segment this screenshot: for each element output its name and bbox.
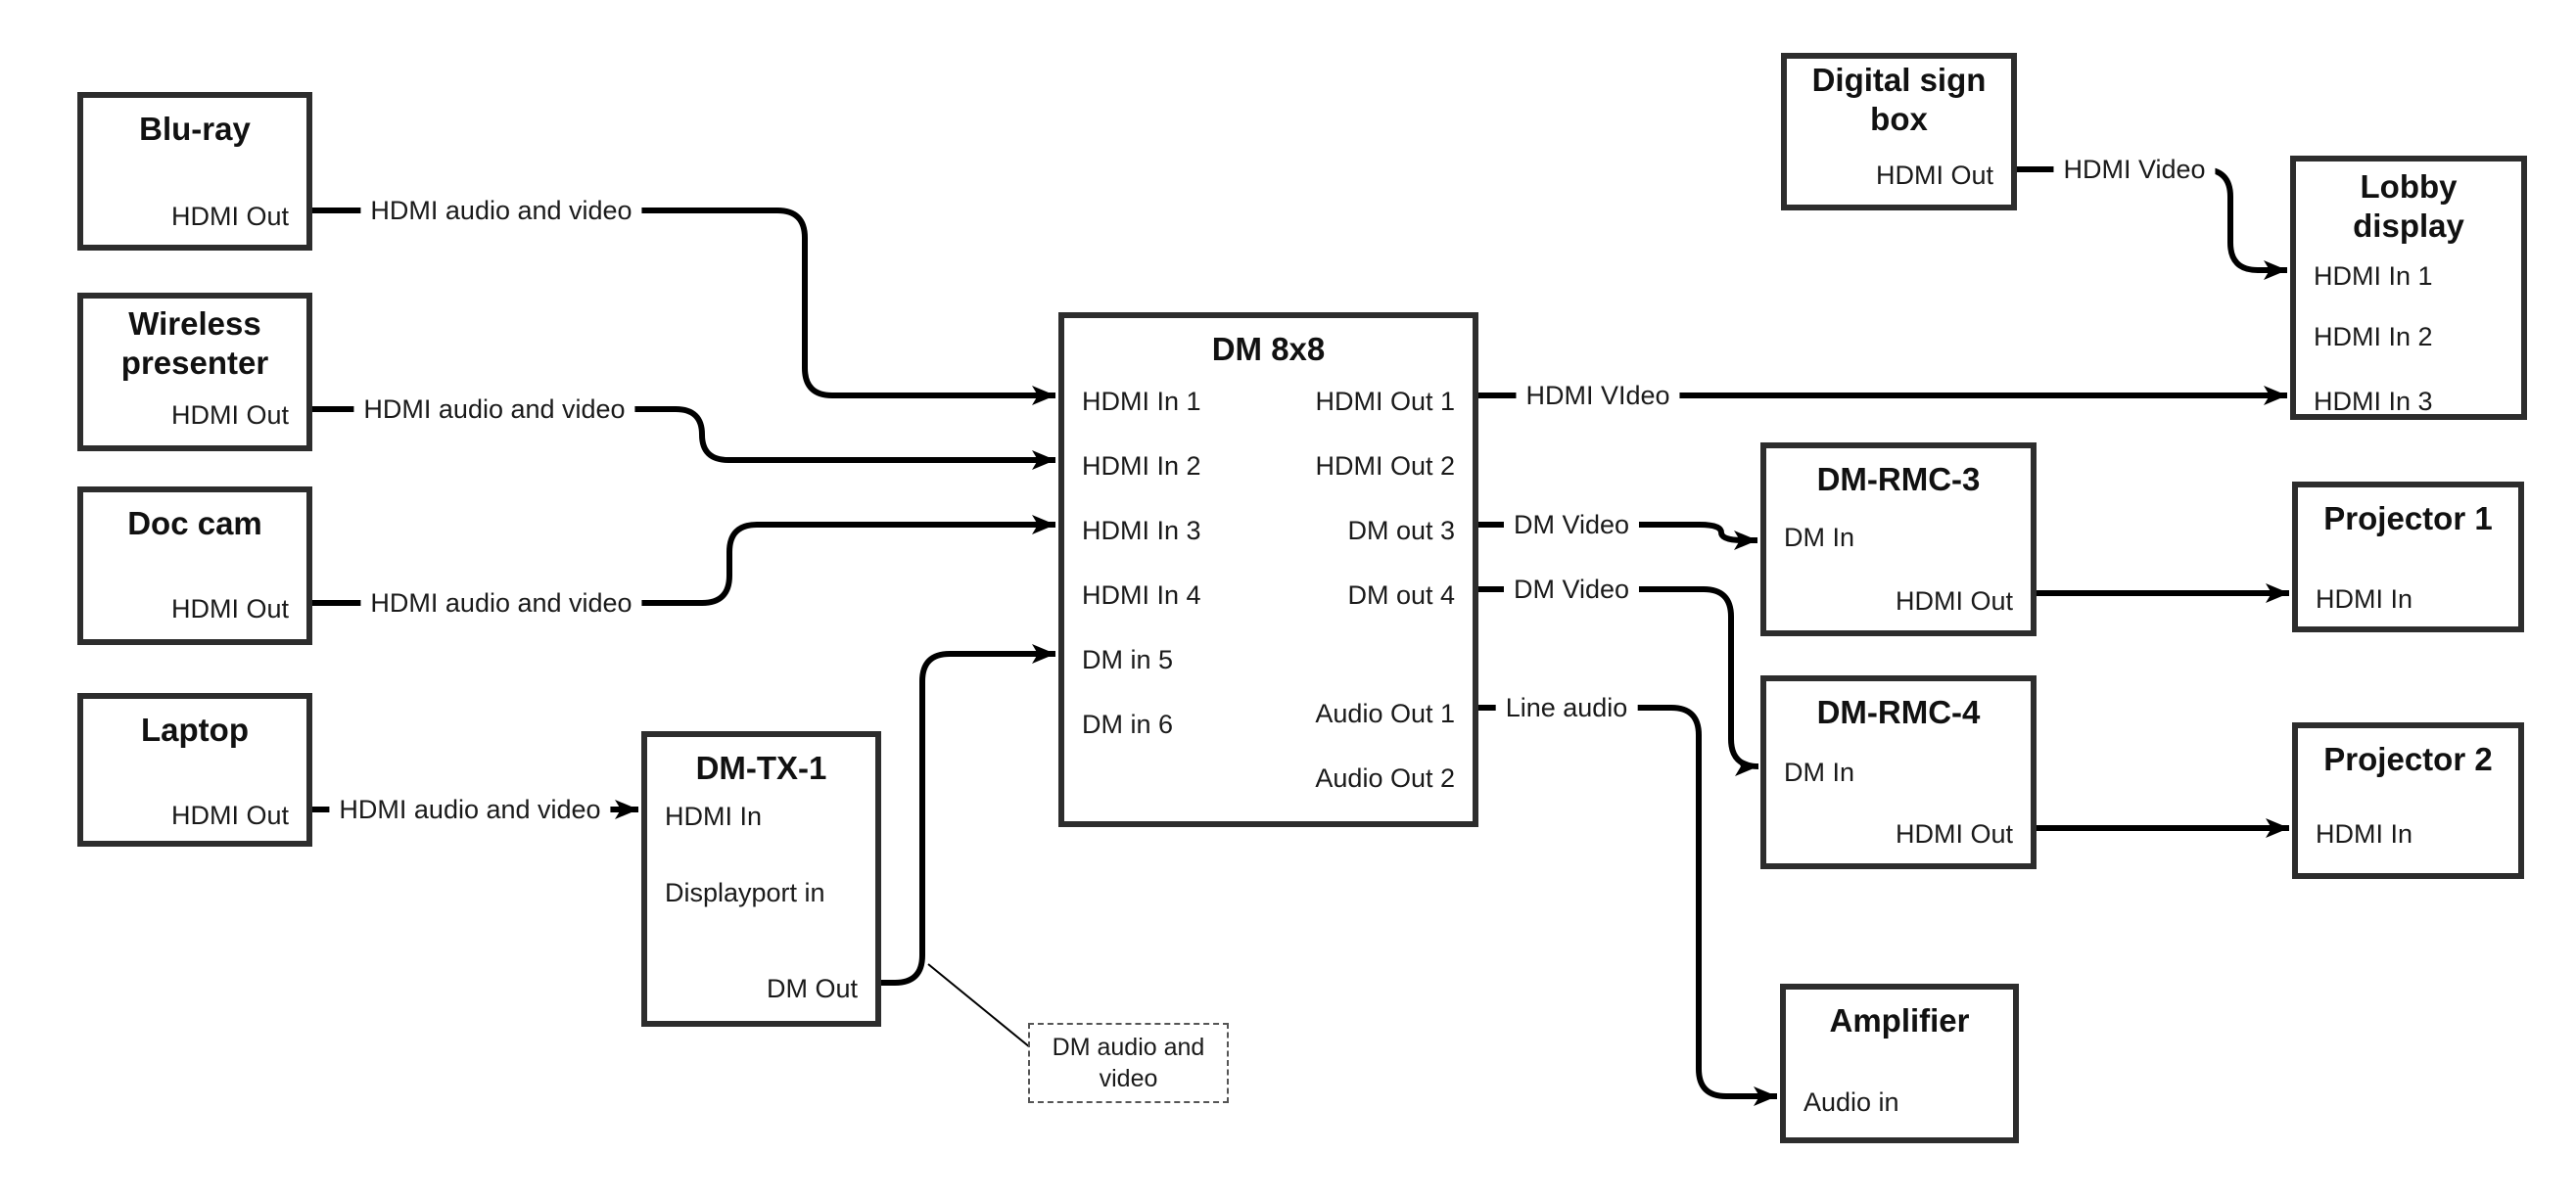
port-audio-out-1: Audio Out 1 bbox=[1315, 699, 1455, 728]
callout-dm-audio-and-video: DM audio and video bbox=[1028, 1023, 1229, 1103]
cable-label-hdmi-video-out1: HDMI VIdeo bbox=[1516, 379, 1680, 412]
device-title: Wireless presenter bbox=[120, 305, 269, 381]
device-doc-cam: Doc cam HDMI Out bbox=[77, 486, 312, 645]
device-projector-1: Projector 1 HDMI In bbox=[2292, 482, 2524, 632]
device-dm-tx-1: DM-TX-1 HDMI In Displayport in DM Out bbox=[641, 731, 881, 1027]
cable-doccam-to-dm8x8-in3 bbox=[312, 515, 1055, 606]
device-wireless-presenter: Wireless presenter HDMI Out bbox=[77, 293, 312, 451]
port-hdmi-in-3: HDMI In 3 bbox=[1082, 516, 1201, 545]
port-displayport-in: Displayport in bbox=[665, 878, 825, 907]
port-hdmi-out-1: HDMI Out 1 bbox=[1315, 387, 1455, 416]
cable-label-hdmi-av-doccam: HDMI audio and video bbox=[360, 586, 642, 620]
cable-label-dm-video-out3: DM Video bbox=[1503, 508, 1640, 541]
port-hdmi-in: HDMI In bbox=[665, 802, 763, 831]
cable-wireless-to-dm8x8-in2 bbox=[312, 406, 1055, 470]
port-hdmi-out: HDMI Out bbox=[170, 801, 289, 830]
port-hdmi-in: HDMI In bbox=[2316, 584, 2413, 614]
port-hdmi-out: HDMI Out bbox=[1895, 586, 2013, 616]
cable-label-line-audio: Line audio bbox=[1495, 691, 1638, 724]
port-hdmi-out-2: HDMI Out 2 bbox=[1315, 451, 1455, 481]
port-dm-in-5: DM in 5 bbox=[1082, 645, 1174, 674]
port-hdmi-in: HDMI In bbox=[2316, 819, 2413, 849]
device-laptop: Laptop HDMI Out bbox=[77, 693, 312, 847]
device-bluray: Blu-ray HDMI Out bbox=[77, 92, 312, 251]
device-dm-rmc-4: DM-RMC-4 DM In HDMI Out bbox=[1760, 675, 2037, 869]
port-audio-in: Audio in bbox=[1803, 1087, 1899, 1117]
device-digital-sign-box: Digital sign box HDMI Out bbox=[1781, 53, 2017, 210]
port-dm-out: DM Out bbox=[766, 974, 858, 1003]
device-title: Projector 2 bbox=[2323, 741, 2493, 777]
cable-label-hdmi-av-laptop: HDMI audio and video bbox=[329, 793, 611, 826]
device-title: DM 8x8 bbox=[1211, 331, 1326, 367]
port-audio-out-2: Audio Out 2 bbox=[1315, 763, 1455, 793]
port-hdmi-in-1: HDMI In 1 bbox=[2314, 261, 2433, 291]
device-lobby-display: Lobby display HDMI In 1 HDMI In 2 HDMI I… bbox=[2290, 156, 2527, 420]
device-title: Doc cam bbox=[127, 505, 262, 541]
port-hdmi-out: HDMI Out bbox=[1895, 819, 2013, 849]
device-title: Blu-ray bbox=[139, 111, 251, 147]
callout-leader-line bbox=[927, 963, 1031, 1048]
port-hdmi-out: HDMI Out bbox=[170, 202, 289, 231]
port-hdmi-out: HDMI Out bbox=[1875, 161, 1993, 190]
port-hdmi-in-1: HDMI In 1 bbox=[1082, 387, 1201, 416]
device-title: DM-RMC-3 bbox=[1816, 461, 1981, 497]
port-dm-out-3: DM out 3 bbox=[1347, 516, 1455, 545]
cable-bluray-to-dm8x8-in1 bbox=[312, 208, 1055, 405]
device-dm-rmc-3: DM-RMC-3 DM In HDMI Out bbox=[1760, 442, 2037, 636]
cable-label-hdmi-video-sign: HDMI Video bbox=[2053, 153, 2216, 186]
device-title: Digital sign box bbox=[1811, 62, 1987, 137]
device-projector-2: Projector 2 HDMI In bbox=[2292, 722, 2524, 879]
device-title: Laptop bbox=[141, 712, 249, 748]
port-hdmi-in-3: HDMI In 3 bbox=[2314, 387, 2433, 416]
port-hdmi-out: HDMI Out bbox=[170, 400, 289, 430]
port-dm-in: DM In bbox=[1784, 523, 1855, 552]
cable-dm8x8-out4-to-dmrmc4 bbox=[1478, 586, 1759, 776]
device-amplifier: Amplifier Audio in bbox=[1780, 984, 2019, 1143]
device-title: DM-TX-1 bbox=[695, 750, 827, 786]
cable-label-dm-video-out4: DM Video bbox=[1503, 573, 1640, 606]
cable-dm8x8-aout1-to-amplifier bbox=[1478, 705, 1777, 1106]
device-title: DM-RMC-4 bbox=[1816, 694, 1981, 730]
device-dm-8x8-switcher: DM 8x8 HDMI In 1 HDMI In 2 HDMI In 3 HDM… bbox=[1058, 312, 1478, 827]
cable-dm8x8-out3-to-dmrmc3 bbox=[1478, 522, 1757, 550]
cable-dmtx1-to-dm8x8-in5 bbox=[881, 644, 1055, 986]
cable-label-hdmi-av-wireless: HDMI audio and video bbox=[353, 393, 635, 426]
port-hdmi-in-2: HDMI In 2 bbox=[2314, 322, 2433, 351]
port-dm-in-6: DM in 6 bbox=[1082, 710, 1174, 739]
port-hdmi-in-2: HDMI In 2 bbox=[1082, 451, 1201, 481]
port-dm-in: DM In bbox=[1784, 758, 1855, 787]
cable-label-hdmi-av-bluray: HDMI audio and video bbox=[360, 194, 642, 227]
device-title: Amplifier bbox=[1829, 1002, 1970, 1039]
device-title: Lobby display bbox=[2353, 168, 2464, 244]
port-hdmi-out: HDMI Out bbox=[170, 594, 289, 624]
port-dm-out-4: DM out 4 bbox=[1347, 580, 1455, 610]
port-hdmi-in-4: HDMI In 4 bbox=[1082, 580, 1201, 610]
device-title: Projector 1 bbox=[2323, 500, 2493, 536]
